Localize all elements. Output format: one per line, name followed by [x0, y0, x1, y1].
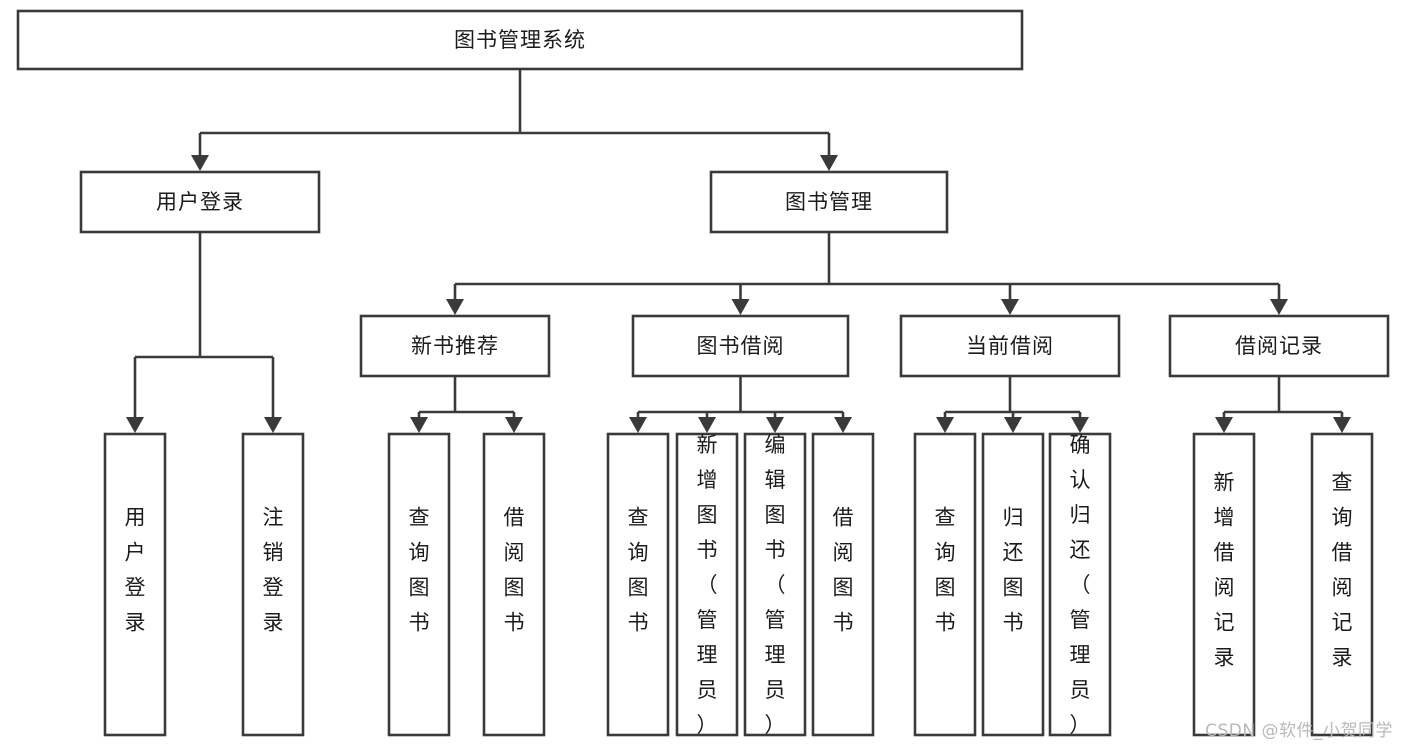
edge-arrowhead — [731, 299, 750, 315]
edge-group-bookmgmt — [446, 232, 1288, 315]
node-label: 借阅记录 — [1235, 334, 1323, 358]
node-borrow[interactable]: 图书借阅 — [631, 314, 850, 378]
node-box — [899, 314, 1121, 378]
node-label: 新增图书（管理员） — [697, 433, 718, 737]
edge-arrowhead — [1004, 417, 1022, 433]
edge-arrowhead — [446, 299, 464, 315]
edges-layer — [126, 69, 1351, 433]
node-box — [1168, 314, 1390, 378]
node-label: 注销登录 — [263, 506, 284, 635]
node-label: 查询图书 — [628, 506, 649, 635]
node-label: 编辑图书（管理员） — [765, 433, 786, 737]
node-newbook[interactable]: 新书推荐 — [359, 314, 551, 378]
edge-arrowhead — [766, 417, 784, 433]
node-box — [387, 432, 451, 737]
node-leaf-borrow-2[interactable]: 新增图书（管理员） — [675, 432, 739, 737]
node-leaf-newbook-1[interactable]: 查询图书 — [387, 432, 451, 737]
edge-arrowhead — [264, 417, 282, 433]
node-leaf-borrow-1[interactable]: 查询图书 — [606, 432, 670, 737]
edge-group-borrow — [629, 376, 852, 433]
node-label: 查询图书 — [409, 506, 430, 635]
watermark-label: CSDN @软件_小贺同学 — [1205, 721, 1393, 741]
edge-arrowhead — [1001, 299, 1019, 315]
node-leaf-newbook-2[interactable]: 借阅图书 — [482, 432, 546, 737]
edge-arrowhead — [1215, 417, 1233, 433]
node-label: 确认归还（管理员） — [1070, 433, 1091, 737]
node-label: 查询借阅记录 — [1332, 471, 1353, 670]
node-label: 新增借阅记录 — [1214, 471, 1235, 670]
node-root[interactable]: 图书管理系统 — [16, 9, 1024, 71]
node-box — [811, 432, 875, 737]
node-leaf-current-3[interactable]: 确认归还（管理员） — [1048, 432, 1112, 737]
edge-group-current — [936, 376, 1089, 433]
node-label: 归还图书 — [1003, 506, 1024, 635]
node-current[interactable]: 当前借阅 — [899, 314, 1121, 378]
node-label: 查询图书 — [935, 506, 956, 635]
node-leaf-record-1[interactable]: 新增借阅记录 — [1192, 432, 1256, 737]
node-login[interactable]: 用户登录 — [79, 170, 321, 234]
node-box — [79, 170, 321, 234]
node-label: 图书管理 — [785, 190, 873, 214]
node-box — [482, 432, 546, 737]
edge-group-newbook — [410, 376, 523, 433]
edge-arrowhead — [834, 417, 852, 433]
node-box — [981, 432, 1045, 737]
node-label: 借阅图书 — [833, 506, 854, 635]
node-label: 图书管理系统 — [454, 28, 586, 52]
edge-arrowhead — [191, 155, 209, 171]
edge-arrowhead — [126, 417, 144, 433]
edge-arrowhead — [1333, 417, 1351, 433]
node-label: 图书借阅 — [697, 334, 785, 358]
edge-arrowhead — [820, 155, 838, 171]
node-box — [743, 432, 807, 737]
node-leaf-borrow-4[interactable]: 借阅图书 — [811, 432, 875, 737]
node-box — [241, 432, 305, 737]
node-bookmgmt[interactable]: 图书管理 — [709, 170, 949, 234]
node-leaf-login-1[interactable]: 用户登录 — [103, 432, 167, 737]
edge-arrowhead — [1071, 417, 1089, 433]
node-box — [606, 432, 670, 737]
node-box — [631, 314, 850, 378]
node-label: 当前借阅 — [966, 334, 1054, 358]
node-label: 借阅图书 — [504, 506, 525, 635]
edge-arrowhead — [698, 417, 716, 433]
edge-arrowhead — [936, 417, 954, 433]
node-box — [359, 314, 551, 378]
node-label: 用户登录 — [125, 506, 146, 635]
node-box — [675, 432, 739, 737]
node-box — [1192, 432, 1256, 737]
edge-group-record — [1215, 376, 1351, 433]
node-box — [1310, 432, 1374, 737]
node-box — [103, 432, 167, 737]
node-leaf-record-2[interactable]: 查询借阅记录 — [1310, 432, 1374, 737]
node-leaf-current-2[interactable]: 归还图书 — [981, 432, 1045, 737]
edge-group-login — [126, 232, 282, 433]
edge-arrowhead — [1270, 299, 1288, 315]
edge-arrowhead — [629, 417, 647, 433]
node-box — [16, 9, 1024, 71]
node-leaf-borrow-3[interactable]: 编辑图书（管理员） — [743, 432, 807, 737]
edge-group-root — [191, 69, 838, 171]
node-box — [709, 170, 949, 234]
node-leaf-current-1[interactable]: 查询图书 — [913, 432, 977, 737]
nodes-layer: 图书管理系统用户登录图书管理新书推荐图书借阅当前借阅借阅记录用户登录注销登录查询… — [16, 9, 1390, 737]
node-leaf-login-2[interactable]: 注销登录 — [241, 432, 305, 737]
node-box — [1048, 432, 1112, 737]
edge-arrowhead — [505, 417, 523, 433]
node-label: 用户登录 — [156, 190, 244, 214]
edge-arrowhead — [410, 417, 428, 433]
node-label: 新书推荐 — [411, 334, 499, 358]
node-box — [913, 432, 977, 737]
node-record[interactable]: 借阅记录 — [1168, 314, 1390, 378]
